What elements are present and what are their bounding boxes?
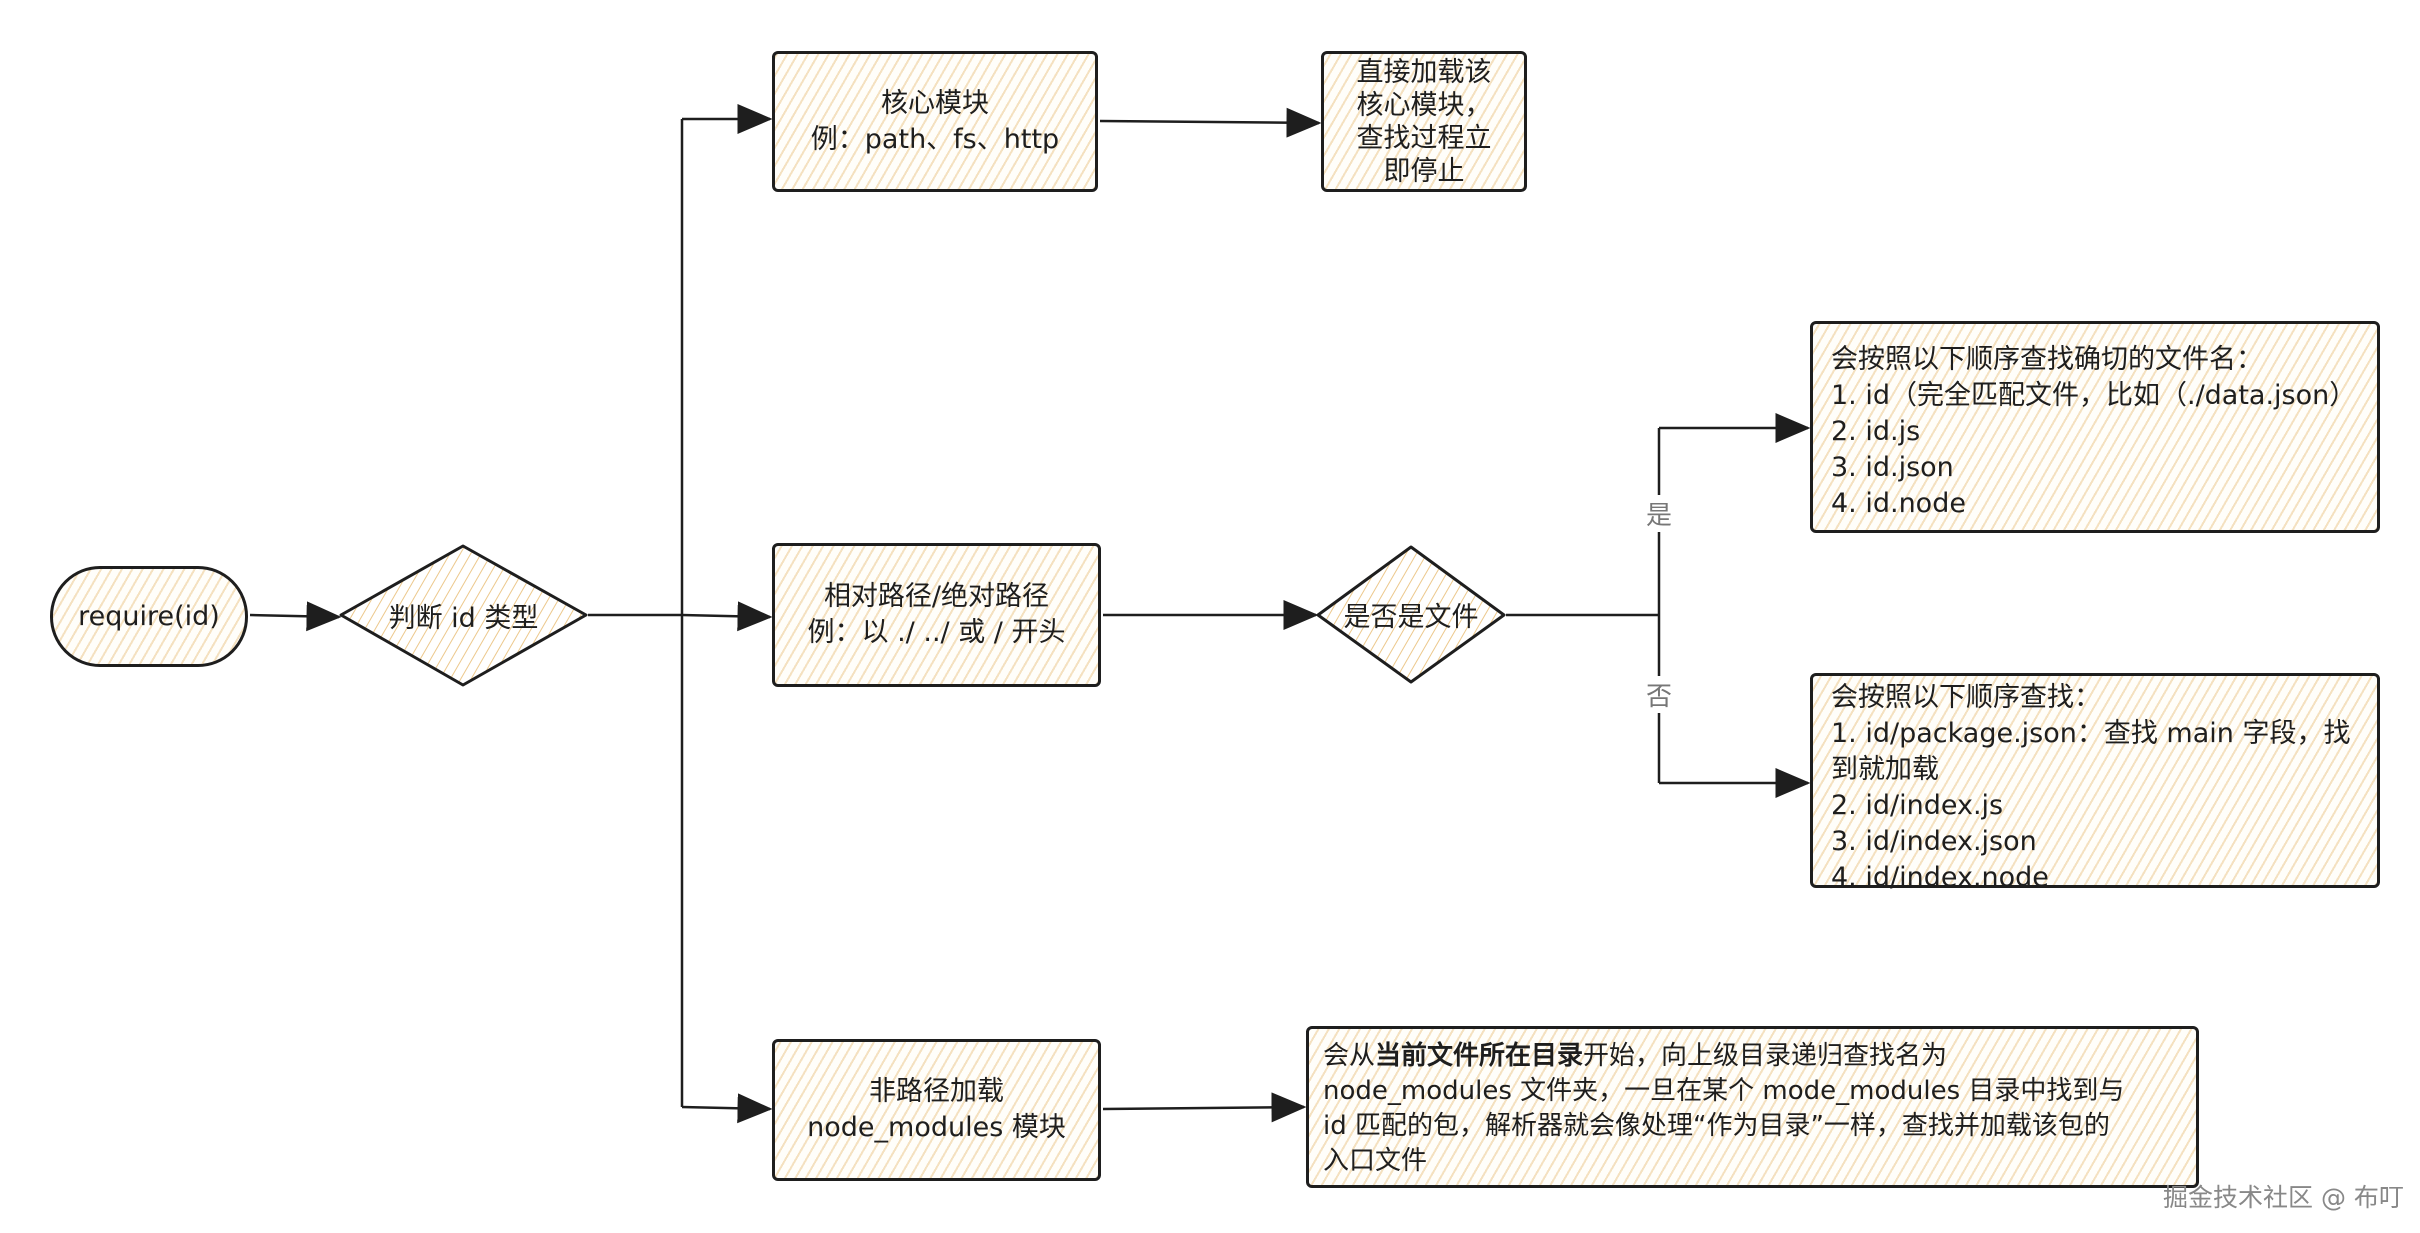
core-line1: 核心模块 [881, 87, 989, 119]
file-no-node: 会按照以下顺序查找： 1. id/package.json：查找 main 字段… [1810, 673, 2380, 893]
nonpath-line2: node_modules 模块 [807, 1112, 1066, 1143]
core-result-line: 核心模块， [1356, 89, 1492, 121]
relative-line1: 相对路径/绝对路径 [823, 581, 1050, 612]
start-node: require(id) [50, 566, 248, 667]
core-line2: 例：path、fs、http [810, 123, 1060, 155]
is-file-label: 是否是文件 [1343, 602, 1479, 633]
file-yes-item: 1. id（完全匹配文件，比如（./data.json） [1831, 380, 2357, 411]
core-result-node: 直接加载该 核心模块， 查找过程立 即停止 [1321, 51, 1527, 192]
relative-path-node: 相对路径/绝对路径 例：以 ./ ../ 或 / 开头 [772, 543, 1101, 687]
text: 会从 [1323, 1041, 1376, 1071]
file-yes-item: 4. id.node [1831, 488, 1966, 519]
relative-line2: 例：以 ./ ../ 或 / 开头 [807, 617, 1066, 648]
file-no-item: 到就加载 [1831, 754, 1939, 785]
nonpath-node: 非路径加载 node_modules 模块 [772, 1039, 1101, 1181]
file-no-item: 1. id/package.json：查找 main 字段，找 [1831, 718, 2351, 749]
watermark: 掘金技术社区 @ 布叮 [2163, 1183, 2404, 1212]
core-module-node: 核心模块 例：path、fs、http [772, 51, 1098, 192]
decision-isfile-diamond [1316, 545, 1506, 684]
start-label: require(id) [78, 600, 220, 632]
file-yes-item: 3. id.json [1831, 452, 1954, 483]
bold-text: 当前文件所在目录 [1375, 1041, 1584, 1071]
core-result-line: 直接加载该 [1356, 56, 1492, 88]
decision-type-diamond [339, 544, 588, 687]
core-result-line: 查找过程立 [1356, 122, 1492, 154]
file-no-item: 2. id/index.js [1831, 790, 2004, 821]
file-no-title: 会按照以下顺序查找： [1831, 682, 2101, 713]
arrow-to-nonpath [681, 1093, 773, 1124]
branch-line [1506, 428, 1661, 783]
nonpath-result-line1: 会从当前文件所在目录开始，向上级目录递归查找名为 [1323, 1039, 2182, 1074]
nonpath-result-line2: node_modules 文件夹，一旦在某个 mode_modules 目录中找… [1323, 1076, 2125, 1106]
nonpath-result-line3: id 匹配的包，解析器就会像处理“作为目录”一样，查找并加载该包的 [1323, 1111, 2110, 1141]
arrow-to-relative [681, 601, 773, 632]
file-yes-title: 会按照以下顺序查找确切的文件名： [1831, 344, 2263, 375]
arrow-nonpath-to-result [1102, 1092, 1307, 1123]
edge-label-no: 否 [1646, 676, 1673, 713]
nonpath-line1: 非路径加载 [869, 1076, 1004, 1107]
edge-label-yes: 是 [1646, 495, 1673, 532]
core-result-line: 即停止 [1383, 155, 1465, 187]
arrow-core-to-result [1099, 107, 1322, 138]
nonpath-result-line4: 入口文件 [1323, 1146, 1428, 1176]
file-no-item: 3. id/index.json [1831, 826, 2037, 857]
nonpath-result-node: 会从当前文件所在目录开始，向上级目录递归查找名为 node_modules 文件… [1306, 1026, 2199, 1188]
text: 开始，向上级目录递归查找名为 [1583, 1041, 1948, 1071]
file-no-item: 4. id/index.node [1831, 862, 2049, 893]
arrow-start-to-decide [249, 601, 342, 632]
file-yes-node: 会按照以下顺序查找确切的文件名： 1. id（完全匹配文件，比如（./data.… [1810, 321, 2380, 533]
decide-type-label: 判断 id 类型 [388, 603, 539, 634]
file-yes-item: 2. id.js [1831, 416, 1921, 447]
